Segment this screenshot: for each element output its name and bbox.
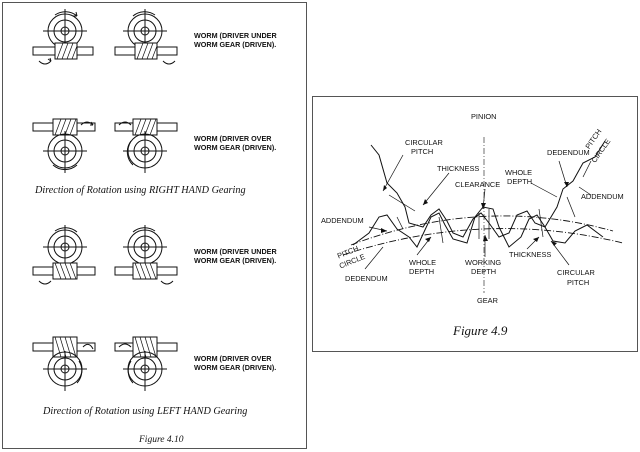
right-hand-caption: Direction of Rotation using RIGHT HAND G… [34, 185, 246, 196]
left-hand-caption: Direction of Rotation using LEFT HAND Ge… [42, 406, 247, 417]
figure-4-9-panel: PINION GEAR CIRCULAR PITCH THICKNESS CLE… [312, 96, 638, 352]
row3-label-line1: WORM (DRIVER UNDER [194, 247, 277, 256]
circular-pitch-top-line1: CIRCULAR [405, 138, 443, 147]
figure-4-10-panel: WORM (DRIVER UNDER WORM GEAR (DRIVEN). W… [2, 2, 307, 449]
row2-label-line1: WORM (DRIVER OVER [194, 134, 272, 143]
clearance-label: CLEARANCE [455, 180, 500, 189]
row2-drawings [32, 118, 178, 173]
addendum-right-label: ADDENDUM [581, 192, 624, 201]
thickness-top-label: THICKNESS [437, 164, 479, 173]
circular-pitch-top-line2: PITCH [411, 147, 433, 156]
gear-teeth-outline [352, 206, 604, 248]
pinion-teeth-outline [370, 140, 606, 238]
addendum-left-label: ADDENDUM [321, 216, 364, 225]
gear-label: GEAR [477, 296, 498, 305]
row4-label-line1: WORM (DRIVER OVER [194, 354, 272, 363]
row4-label-line2: WORM GEAR (DRIVEN). [194, 363, 276, 372]
figure-4-9-label: Figure 4.9 [452, 323, 508, 338]
row1-drawings [32, 9, 178, 65]
row3-label-line2: WORM GEAR (DRIVEN). [194, 256, 276, 265]
pinion-label: PINION [471, 112, 496, 121]
gear-tooth-nomenclature-diagram: PINION GEAR CIRCULAR PITCH THICKNESS CLE… [321, 112, 624, 338]
whole-depth-top-line1: WHOLE [505, 168, 532, 177]
pinion-pitch-circle [350, 215, 614, 246]
figure-4-10-label: Figure 4.10 [138, 435, 184, 445]
row1-label-line2: WORM GEAR (DRIVEN). [194, 40, 276, 49]
working-depth-line1: WORKING [465, 258, 501, 267]
whole-depth-bottom-line1: WHOLE [409, 258, 436, 267]
whole-depth-bottom-line2: DEPTH [409, 267, 434, 276]
dedendum-left-label: DEDENDUM [345, 274, 388, 283]
dimension-arrowheads [381, 182, 569, 246]
row2-label-line2: WORM GEAR (DRIVEN). [194, 143, 276, 152]
worm-gear-rotation-diagram: WORM (DRIVER UNDER WORM GEAR (DRIVEN). W… [32, 9, 277, 445]
row4-drawings [32, 336, 178, 391]
circular-pitch-bottom-line2: PITCH [567, 278, 589, 287]
tooth-depth-dims [396, 196, 576, 244]
gear-pitch-circle [342, 228, 624, 256]
row1-label-line1: WORM (DRIVER UNDER [194, 31, 277, 40]
working-depth-line2: DEPTH [471, 267, 496, 276]
thickness-bottom-label: THICKNESS [509, 250, 551, 259]
circular-pitch-bottom-line1: CIRCULAR [557, 268, 595, 277]
whole-depth-top-line2: DEPTH [507, 177, 532, 186]
row3-drawings [32, 225, 178, 285]
dedendum-top-label: DEDENDUM [547, 148, 590, 157]
